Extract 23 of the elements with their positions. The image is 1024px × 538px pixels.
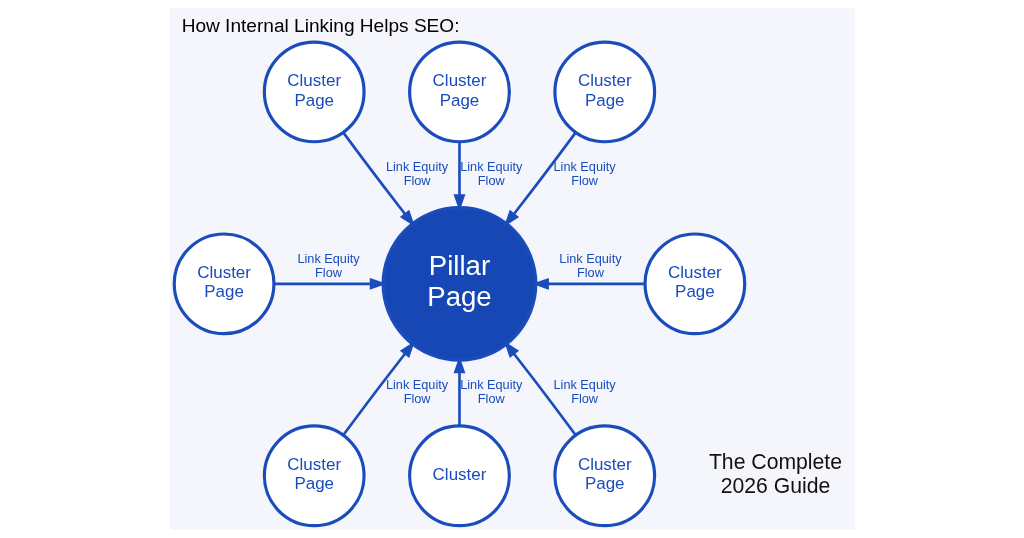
edge-label: Link Equity Flow — [553, 159, 616, 188]
label: The Complete 2026 Guide — [708, 450, 842, 497]
edge-label: Link Equity Flow — [459, 159, 522, 188]
arrow — [341, 131, 415, 227]
node-circle: Pillar Page — [381, 205, 537, 362]
arrow — [453, 356, 465, 426]
diagram-title: How Internal Linking Helps SEO: — [181, 14, 459, 36]
node-circle: Cluster Page — [642, 232, 746, 336]
edge-label: Link Equity Flow — [553, 377, 616, 407]
edge-label: Link Equity Flow — [558, 251, 622, 281]
edge-label: Link Equity Flow — [459, 377, 522, 407]
node-circle: Cluster Page — [172, 232, 275, 336]
node-circle: Cluster Page — [407, 40, 511, 144]
arrow — [503, 131, 577, 227]
node-circle: Cluster Page — [262, 424, 366, 528]
node-circle: Cluster — [407, 424, 511, 528]
node-circle: Cluster Page — [262, 40, 366, 144]
node-circle: Cluster Page — [552, 424, 656, 528]
edge-label: Link Equity Flow — [296, 251, 360, 281]
node-circle: Cluster Page — [552, 40, 656, 144]
edge-label: Link Equity Flow — [385, 377, 448, 407]
arrow — [453, 141, 465, 212]
edge-label: Link Equity Flow — [385, 159, 448, 188]
